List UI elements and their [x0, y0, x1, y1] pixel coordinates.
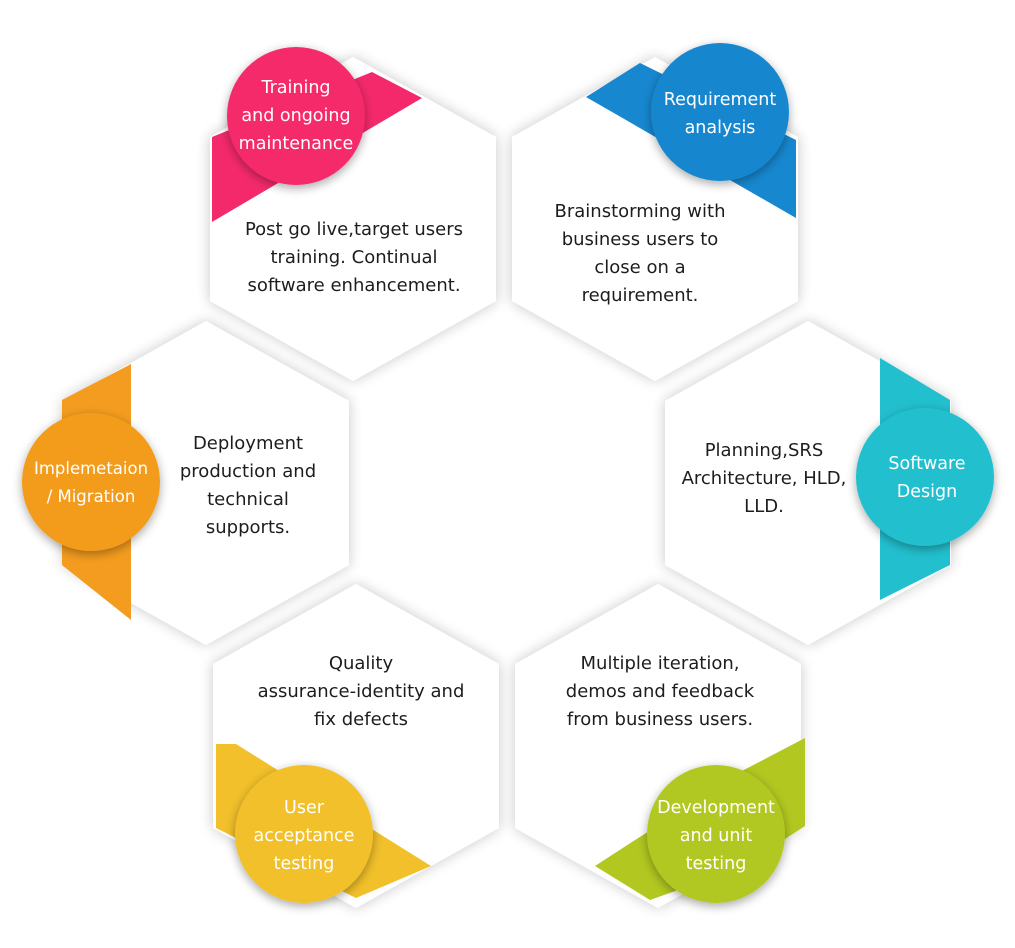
circle-layer	[22, 43, 994, 903]
circle-requirement	[651, 43, 789, 181]
title-design: Software Design	[888, 454, 966, 502]
circle-design	[856, 408, 994, 546]
title-uat: User acceptance testing	[253, 798, 355, 874]
circle-implementation	[22, 413, 160, 551]
description-implementation: Deployment production and technical supp…	[179, 433, 317, 538]
hexagon-implementation	[63, 321, 349, 645]
description-uat: Quality assurance-identity and fix defec…	[257, 653, 465, 730]
title-development: Development and unit testing	[657, 798, 775, 874]
description-development: Multiple iteration, demos and feedback f…	[565, 653, 755, 730]
description-design: Planning,SRS Architecture, HLD, LLD.	[681, 440, 847, 517]
circle-uat	[235, 765, 373, 903]
title-implementation: Implemetaion / Migration	[33, 459, 149, 506]
circle-development	[647, 765, 785, 903]
description-requirement: Brainstorming with business users to clo…	[554, 201, 726, 306]
description-training: Post go live,target users training. Cont…	[244, 219, 464, 296]
circle-training	[227, 47, 365, 185]
title-requirement: Requirement analysis	[663, 90, 777, 138]
hexagon-design	[665, 321, 951, 645]
title-training: Training and ongoing maintenance	[238, 78, 354, 154]
